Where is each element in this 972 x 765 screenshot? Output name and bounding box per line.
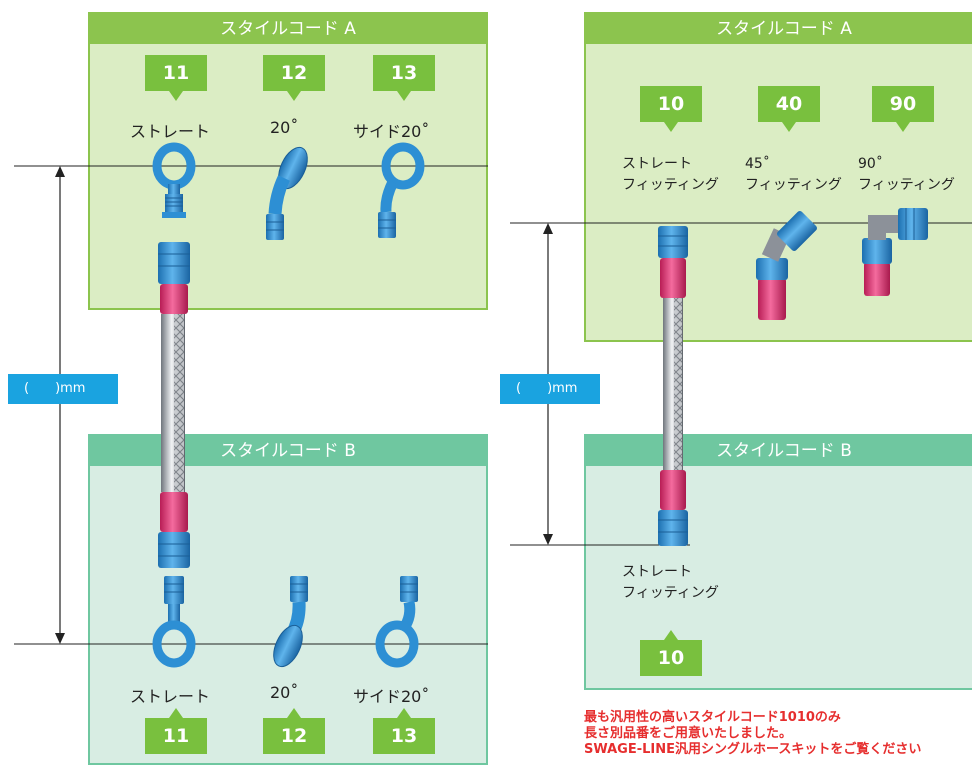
left-bottom-fitting-straight (152, 576, 196, 668)
left-style-a-header: スタイルコード A (90, 14, 486, 44)
right-b-label-straight-line2: フィッティング (622, 585, 719, 601)
left-hose-assembly (152, 142, 196, 568)
left-b-code-12-badge: 12 (263, 708, 325, 754)
left-top-fitting-side20 (378, 142, 425, 238)
right-length-box: ( )mm (500, 374, 600, 404)
left-b-code-13-badge: 13 (373, 708, 435, 754)
right-a-code-90-badge: 90 (872, 86, 934, 132)
right-a-label-straight-line1: ストレート (622, 156, 692, 172)
right-a-code-40-badge: 40 (758, 86, 820, 132)
right-a-label-45deg-line2: フィッティング (745, 177, 842, 193)
left-a-code-12-badge: 12 (263, 55, 325, 101)
right-a-label-45deg: 45˚ フィッティング (745, 154, 842, 196)
left-a-code-11-badge: 11 (145, 55, 207, 101)
right-b-code-10-badge: 10 (640, 630, 702, 676)
note-line-1: 最も汎用性の高いスタイルコード1010のみ (584, 710, 841, 725)
right-a-code-10-badge: 10 (640, 86, 702, 132)
right-b-label-straight: ストレート フィッティング (622, 562, 719, 604)
left-a-code-13-badge: 13 (373, 55, 435, 101)
right-a-label-90deg: 90˚ フィッティング (858, 154, 955, 196)
right-fitting-90deg (862, 208, 928, 296)
left-top-fitting-20deg (266, 146, 308, 240)
note-line-3: SWAGE-LINE汎用シングルホースキットをご覧ください (584, 742, 922, 757)
note-line-2: 長さ別品番をご用意いたしました。 (584, 726, 793, 741)
left-b-code-11-badge: 11 (145, 708, 207, 754)
left-b-label-20deg: 20˚ (270, 683, 299, 702)
right-style-a-panel: スタイルコード A (584, 12, 972, 342)
left-b-label-side20: サイド20˚ (353, 687, 430, 706)
right-b-label-straight-line1: ストレート (622, 564, 692, 580)
right-a-label-90deg-line1: 90˚ (858, 156, 883, 172)
right-hose-assembly (658, 226, 688, 546)
left-b-label-straight: ストレート (130, 687, 211, 706)
left-length-box: ( )mm (8, 374, 118, 404)
left-bottom-fitting-20deg (273, 576, 308, 668)
left-style-b-header: スタイルコード B (90, 436, 486, 466)
left-a-label-side20: サイド20˚ (353, 122, 430, 141)
left-bottom-fitting-side20 (375, 576, 419, 668)
left-dimension-arrow (55, 166, 65, 644)
right-style-a-header: スタイルコード A (586, 14, 972, 44)
left-a-label-straight: ストレート (130, 122, 211, 141)
right-style-b-header: スタイルコード B (586, 436, 972, 466)
right-a-label-45deg-line1: 45˚ (745, 156, 770, 172)
right-fitting-45deg (756, 211, 817, 320)
left-style-b-panel: スタイルコード B (88, 434, 488, 765)
right-a-label-straight-line2: フィッティング (622, 177, 719, 193)
left-a-label-20deg: 20˚ (270, 118, 299, 137)
right-a-label-90deg-line2: フィッティング (858, 177, 955, 193)
right-a-label-straight: ストレート フィッティング (622, 154, 719, 196)
